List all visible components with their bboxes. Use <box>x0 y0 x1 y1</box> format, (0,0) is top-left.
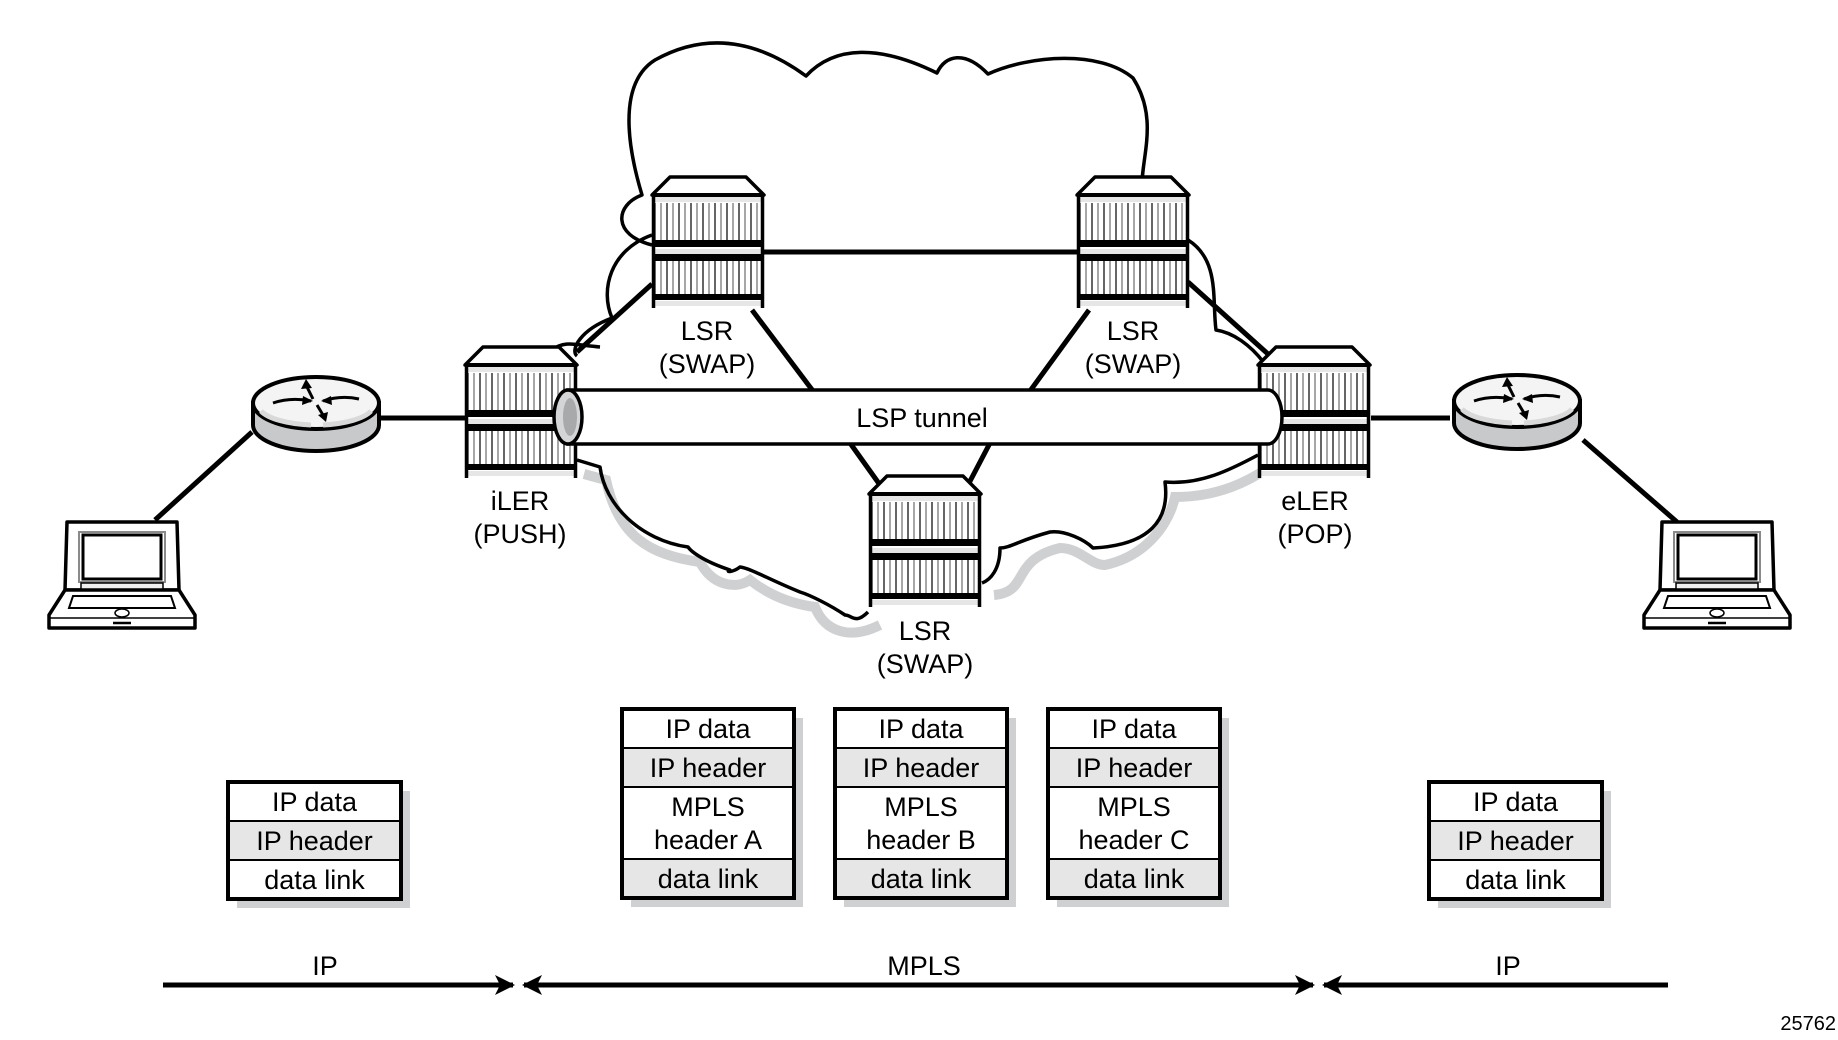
link-host-left-router-left <box>153 430 254 522</box>
link-lsr-top-right-tunnel <box>1027 308 1092 393</box>
cloud-outline <box>550 41 1287 621</box>
packet-stack-ip-left: IP data IP header data link <box>226 780 410 908</box>
packet-cell-label: MPLS <box>884 792 958 822</box>
packet-cell-label: data link <box>1084 864 1185 894</box>
packet-stack-ip-right: IP data IP header data link <box>1427 780 1611 908</box>
packet-border <box>833 707 1009 900</box>
tunnel-label: LSP tunnel <box>856 403 988 433</box>
packet-cell-label: data link <box>1465 865 1566 895</box>
packet-cell-label: IP data <box>665 714 751 744</box>
router-right-icon <box>1454 375 1580 449</box>
packet-cell-label: MPLS <box>1097 792 1171 822</box>
packet-border <box>1046 707 1222 900</box>
lsr-top-right-role: (SWAP) <box>1085 349 1182 379</box>
packet-cell <box>834 708 1008 749</box>
lsr-bottom-role: (SWAP) <box>877 649 974 679</box>
eler-role: (POP) <box>1277 519 1352 549</box>
packet-cell-label: data link <box>658 864 759 894</box>
packet-border <box>226 780 403 901</box>
link-lsr-top-right-eler <box>1186 280 1270 356</box>
iler-name: iLER <box>491 486 550 516</box>
packet-cell-label: data link <box>264 865 365 895</box>
packet-cell-label: IP header <box>1076 753 1193 783</box>
packet-cell-label: header B <box>866 825 976 855</box>
figure-id: 25762 <box>1780 1013 1836 1035</box>
ip-left-label: IP <box>312 951 338 981</box>
lsr-top-right-name: LSR <box>1107 316 1160 346</box>
ip-right-label: IP <box>1495 951 1521 981</box>
links <box>153 249 1679 524</box>
packet-border <box>620 707 796 900</box>
tunnel-body <box>566 388 1284 446</box>
iler-role: (PUSH) <box>474 519 567 549</box>
packet-cell <box>621 708 795 749</box>
link-tunnel-lsr-bottom-left <box>847 441 883 487</box>
lsp-tunnel: LSP tunnel <box>552 388 1284 446</box>
lsr-top-left-name: LSR <box>681 316 734 346</box>
lsr-bottom-device-icon <box>867 474 983 609</box>
packet-cell-label: MPLS <box>671 792 745 822</box>
lsr-top-right-device-icon <box>1075 175 1191 310</box>
link-lsr-top-left-tunnel <box>750 308 815 393</box>
packet-cell-label: IP data <box>272 787 358 817</box>
packet-cell-label: IP header <box>1457 826 1574 856</box>
packet-cell <box>227 820 402 861</box>
packet-cell <box>834 786 1008 860</box>
link-router-right-host-right <box>1581 438 1679 524</box>
host-right-laptop-icon <box>1642 520 1792 630</box>
lsr-top-left-role: (SWAP) <box>659 349 756 379</box>
packet-stacks: IP data IP header data link IP data IP heade… <box>226 707 1611 908</box>
mpls-cloud <box>550 41 1287 638</box>
cloud-shadow <box>582 463 1271 638</box>
domain-arrows: IP MPLS IP <box>163 951 1668 995</box>
packet-cell-label: IP header <box>650 753 767 783</box>
host-left-laptop-icon <box>47 520 197 630</box>
packet-cell-label: header C <box>1078 825 1189 855</box>
lsr-top-left-device-icon <box>650 175 766 310</box>
packet-cell-label: IP data <box>1091 714 1177 744</box>
packet-cell-label: data link <box>871 864 972 894</box>
link-iler-lsr-top-left <box>575 282 654 354</box>
packet-cell <box>227 859 402 900</box>
packet-cell-label: IP header <box>863 753 980 783</box>
packet-cell-label: IP data <box>878 714 964 744</box>
mpls-label: MPLS <box>887 951 961 981</box>
lsr-bottom-name: LSR <box>899 616 952 646</box>
packet-cell-label: header A <box>654 825 762 855</box>
packet-cell <box>834 747 1008 788</box>
node-labels: iLER (PUSH) LSR (SWAP) LSR (SWAP) LSR (S… <box>474 316 1353 679</box>
tunnel-entry-inner <box>563 398 577 436</box>
router-left-icon <box>253 377 379 451</box>
packet-cell-label: IP header <box>256 826 373 856</box>
packet-cell-label: IP data <box>1473 787 1559 817</box>
link-tunnel-lsr-bottom-right <box>965 441 993 487</box>
eler-name: eLER <box>1281 486 1349 516</box>
packet-border <box>1427 780 1604 901</box>
